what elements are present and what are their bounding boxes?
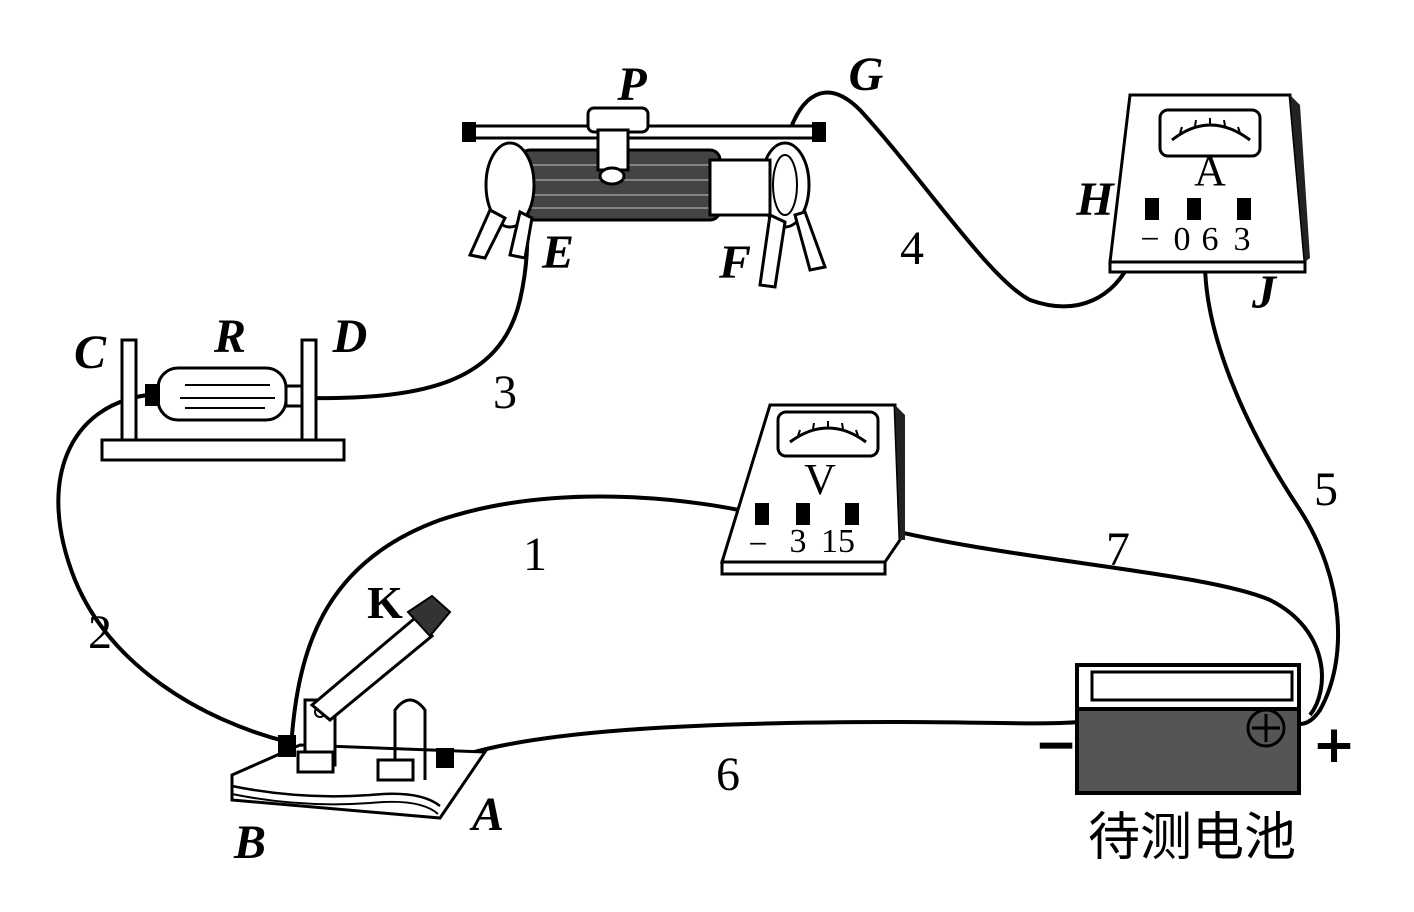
label-k: K — [367, 577, 403, 628]
ammeter-terminal-label-neg: − — [1140, 221, 1159, 258]
label-b: B — [233, 816, 266, 869]
resistor-post-right — [300, 338, 318, 442]
battery-caption: 待测电池 — [1088, 808, 1296, 868]
ammeter-dial — [1158, 108, 1262, 158]
resistor-body — [156, 366, 288, 422]
ammeter-symbol: A — [1194, 146, 1226, 195]
voltmeter-symbol: V — [804, 455, 836, 504]
terminal-c — [145, 384, 160, 406]
wire-5 — [1203, 261, 1341, 726]
rheostat-end-left — [484, 141, 536, 229]
switch-terminal-a[interactable] — [436, 748, 454, 768]
voltmeter-dial — [776, 410, 880, 458]
wire-number-3: 3 — [493, 366, 517, 419]
resistor-r — [100, 338, 346, 462]
voltmeter-terminal-neg[interactable] — [755, 503, 769, 525]
switch-handle[interactable] — [406, 594, 452, 638]
resistor-post-left — [120, 338, 138, 442]
battery-minus-sign: − — [1034, 715, 1078, 775]
ammeter-terminal-0-6[interactable] — [1187, 198, 1201, 220]
wire-1 — [290, 494, 763, 736]
voltmeter: V − 3 15 — [719, 403, 905, 576]
label-r: R — [213, 310, 246, 363]
rheostat-slider-p[interactable] — [586, 106, 650, 186]
wires — [56, 90, 1341, 764]
battery-plus-sign: + — [1312, 715, 1356, 775]
voltmeter-terminal-label-15: 15 — [821, 523, 855, 560]
switch-clip — [393, 698, 427, 780]
battery: − + 待测电池 — [1034, 663, 1356, 868]
voltmeter-terminal-label-neg: − — [748, 526, 767, 563]
label-c: C — [74, 326, 107, 379]
label-p: P — [616, 58, 647, 111]
ammeter-terminal-label-3: 3 — [1234, 221, 1251, 258]
switch-blade — [309, 615, 435, 722]
rheostat — [462, 106, 828, 289]
label-a: A — [469, 788, 504, 841]
wire-number-labels: 1 2 3 4 5 6 7 — [88, 222, 1338, 801]
terminal-d — [284, 384, 304, 408]
label-h: H — [1075, 173, 1115, 226]
label-e: E — [541, 226, 574, 279]
battery-label-strip — [1090, 670, 1294, 702]
label-d: D — [332, 310, 368, 363]
wire-number-5: 5 — [1314, 463, 1338, 516]
voltmeter-terminal-3[interactable] — [796, 503, 810, 525]
wire-number-4: 4 — [900, 222, 924, 275]
label-f: F — [718, 236, 751, 289]
switch-terminal-b[interactable] — [278, 735, 296, 757]
voltmeter-terminal-15[interactable] — [845, 503, 859, 525]
wire-number-1: 1 — [523, 528, 547, 581]
voltmeter-terminal-label-3: 3 — [790, 523, 807, 560]
resistor-base — [100, 438, 346, 462]
wire-7 — [851, 518, 1324, 717]
wire-6 — [444, 719, 1081, 764]
label-j: J — [1251, 266, 1278, 319]
wire-4 — [788, 90, 1132, 309]
wire-number-6: 6 — [716, 748, 740, 801]
wire-number-7: 7 — [1106, 523, 1130, 576]
wire-number-2: 2 — [88, 606, 112, 659]
ammeter-terminal-3[interactable] — [1237, 198, 1251, 220]
wire-2 — [56, 393, 289, 744]
ammeter: A − 0 6 3 — [1108, 93, 1310, 274]
ammeter-terminal-label-0: 0 — [1174, 221, 1191, 258]
switch-k[interactable] — [230, 594, 488, 820]
ammeter-terminal-neg[interactable] — [1145, 198, 1159, 220]
ammeter-terminal-label-6: 6 — [1202, 221, 1219, 258]
label-g: G — [849, 48, 884, 101]
point-labels: P G E F H J C R D K B A — [74, 48, 1278, 869]
